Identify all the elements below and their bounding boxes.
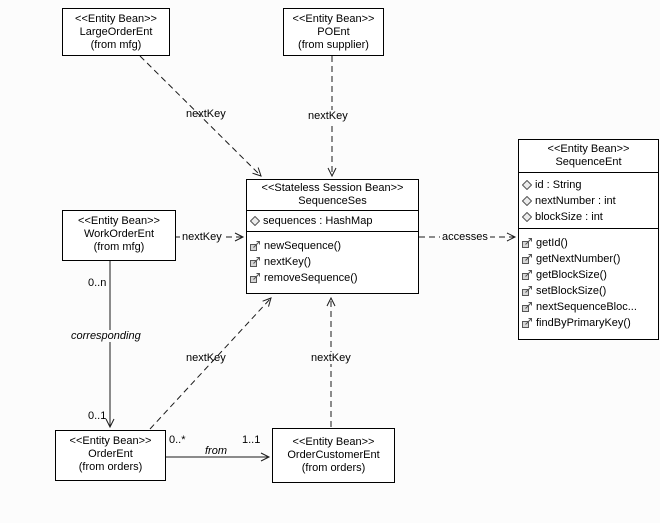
class-box-poent: <<Entity Bean>> POEnt (from supplier) bbox=[283, 8, 384, 56]
attribute-icon bbox=[250, 216, 260, 226]
attribute-item: sequences : HashMap bbox=[250, 213, 415, 229]
methods-compartment: getId() getNextNumber() getBlockSize() s… bbox=[519, 228, 658, 339]
class-box-sequenceent: <<Entity Bean>> SequenceEnt id : String … bbox=[518, 139, 659, 340]
methods-compartment: newSequence() nextKey() removeSequence() bbox=[247, 231, 418, 293]
method-icon bbox=[522, 238, 533, 248]
method-label: newSequence() bbox=[264, 240, 342, 252]
dependency-largeorderent-sequenceses bbox=[139, 55, 262, 177]
method-label: getBlockSize() bbox=[536, 269, 607, 281]
method-icon bbox=[522, 318, 533, 328]
attribute-item: id : String bbox=[522, 177, 655, 193]
method-icon bbox=[250, 257, 261, 267]
edge-label-nextkey-workorder: nextKey bbox=[180, 231, 224, 243]
method-item: setBlockSize() bbox=[522, 283, 655, 299]
method-icon bbox=[522, 254, 533, 264]
class-name: WorkOrderEnt bbox=[83, 228, 155, 240]
method-item: newSequence() bbox=[250, 238, 415, 254]
method-label: nextSequenceBloc... bbox=[536, 301, 637, 313]
method-label: setBlockSize() bbox=[536, 285, 607, 297]
method-label: getId() bbox=[536, 237, 568, 249]
attributes-compartment: id : String nextNumber : int blockSize :… bbox=[519, 172, 658, 228]
class-stereotype: <<Entity Bean>> bbox=[292, 436, 375, 448]
edge-label-nextkey-largeorder: nextKey bbox=[186, 108, 226, 120]
class-box-orderent: <<Entity Bean>> OrderEnt (from orders) bbox=[55, 430, 166, 481]
method-item: getNextNumber() bbox=[522, 251, 655, 267]
method-label: findByPrimaryKey() bbox=[536, 317, 631, 329]
attribute-item: blockSize : int bbox=[522, 209, 655, 225]
method-item: findByPrimaryKey() bbox=[522, 315, 655, 331]
method-item: nextSequenceBloc... bbox=[522, 299, 655, 315]
class-stereotype: <<Entity Bean>> bbox=[547, 143, 630, 155]
method-icon bbox=[522, 302, 533, 312]
method-item: removeSequence() bbox=[250, 270, 415, 286]
edge-label-corresponding: corresponding bbox=[69, 330, 143, 342]
method-icon bbox=[522, 286, 533, 296]
method-icon bbox=[250, 241, 261, 251]
class-box-sequenceses: <<Stateless Session Bean>> SequenceSes s… bbox=[246, 179, 419, 294]
method-icon bbox=[250, 273, 261, 283]
class-name: SequenceSes bbox=[298, 195, 367, 207]
edge-label-nextkey-ordercustomer: nextKey bbox=[309, 352, 353, 364]
attribute-item: nextNumber : int bbox=[522, 193, 655, 209]
multiplicity-ordercustomer-end: 1..1 bbox=[242, 434, 261, 446]
class-name: POEnt bbox=[317, 26, 350, 38]
attribute-label: id : String bbox=[535, 179, 582, 191]
attribute-icon bbox=[522, 212, 532, 222]
class-name: LargeOrderEnt bbox=[79, 26, 153, 38]
class-name: SequenceEnt bbox=[555, 156, 622, 168]
edge-label-from: from bbox=[205, 445, 227, 457]
attribute-label: sequences : HashMap bbox=[263, 215, 373, 227]
method-item: nextKey() bbox=[250, 254, 415, 270]
class-name: OrderEnt bbox=[88, 448, 133, 460]
multiplicity-order-right-end: 0..* bbox=[169, 434, 186, 446]
class-stereotype: <<Entity Bean>> bbox=[292, 13, 375, 25]
class-name: OrderCustomerEnt bbox=[287, 449, 380, 461]
class-stereotype: <<Entity Bean>> bbox=[78, 215, 160, 227]
class-origin: (from orders) bbox=[301, 462, 366, 474]
attributes-compartment: sequences : HashMap bbox=[247, 210, 418, 231]
attribute-label: blockSize : int bbox=[535, 211, 603, 223]
method-item: getBlockSize() bbox=[522, 267, 655, 283]
class-box-ordercustomerent: <<Entity Bean>> OrderCustomerEnt (from o… bbox=[272, 428, 395, 483]
class-box-workorderent: <<Entity Bean>> WorkOrderEnt (from mfg) bbox=[62, 210, 176, 261]
class-origin: (from supplier) bbox=[298, 39, 369, 51]
class-origin: (from mfg) bbox=[90, 39, 142, 51]
method-label: nextKey() bbox=[264, 256, 312, 268]
class-origin: (from mfg) bbox=[93, 241, 145, 253]
multiplicity-order-end: 0..1 bbox=[88, 410, 107, 422]
edge-label-accesses: accesses bbox=[440, 231, 490, 243]
class-stereotype: <<Stateless Session Bean>> bbox=[261, 182, 404, 194]
class-box-largeorderent: <<Entity Bean>> LargeOrderEnt (from mfg) bbox=[62, 8, 170, 56]
class-stereotype: <<Entity Bean>> bbox=[69, 435, 152, 447]
attribute-icon bbox=[522, 196, 532, 206]
class-origin: (from orders) bbox=[78, 461, 143, 473]
attribute-label: nextNumber : int bbox=[535, 195, 616, 207]
attribute-icon bbox=[522, 180, 532, 190]
method-icon bbox=[522, 270, 533, 280]
edge-label-nextkey-order: nextKey bbox=[186, 352, 226, 364]
edge-label-nextkey-po: nextKey bbox=[306, 110, 350, 122]
class-stereotype: <<Entity Bean>> bbox=[75, 13, 157, 25]
method-label: removeSequence() bbox=[264, 272, 358, 284]
method-label: getNextNumber() bbox=[536, 253, 621, 265]
method-item: getId() bbox=[522, 235, 655, 251]
multiplicity-workorder-end: 0..n bbox=[88, 277, 107, 289]
